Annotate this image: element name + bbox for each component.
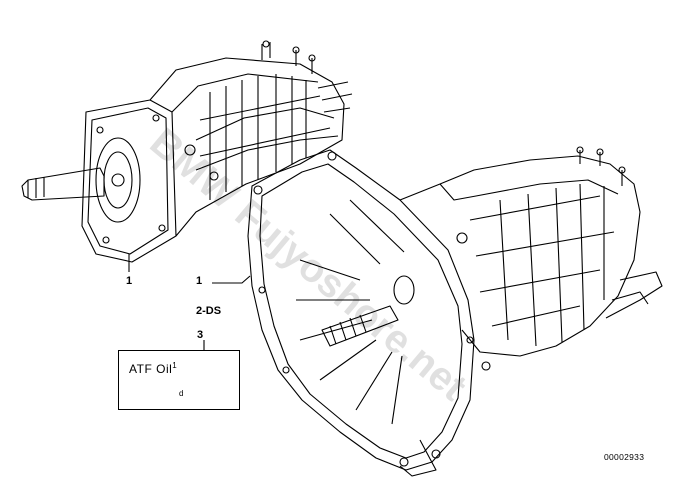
atf-oil-label: ATF Oil [129, 362, 173, 376]
callout-left-gearbox: 1 [126, 275, 133, 287]
callout-right-gearbox: 1 [196, 275, 203, 287]
leader-right-1 [212, 275, 251, 284]
left-gearbox-drawing [21, 40, 353, 263]
atf-oil-text: ATF Oil1 [129, 361, 177, 376]
callout-atf: 3 [197, 329, 204, 341]
right-gearbox-drawing [247, 146, 663, 477]
callout-2-ds: 2-DS [196, 305, 222, 317]
atf-oil-label-box: ATF Oil1 d [118, 350, 240, 410]
part-number: 00002933 [604, 452, 645, 462]
atf-small-mark: d [179, 389, 184, 398]
atf-oil-footnote: 1 [172, 361, 178, 370]
